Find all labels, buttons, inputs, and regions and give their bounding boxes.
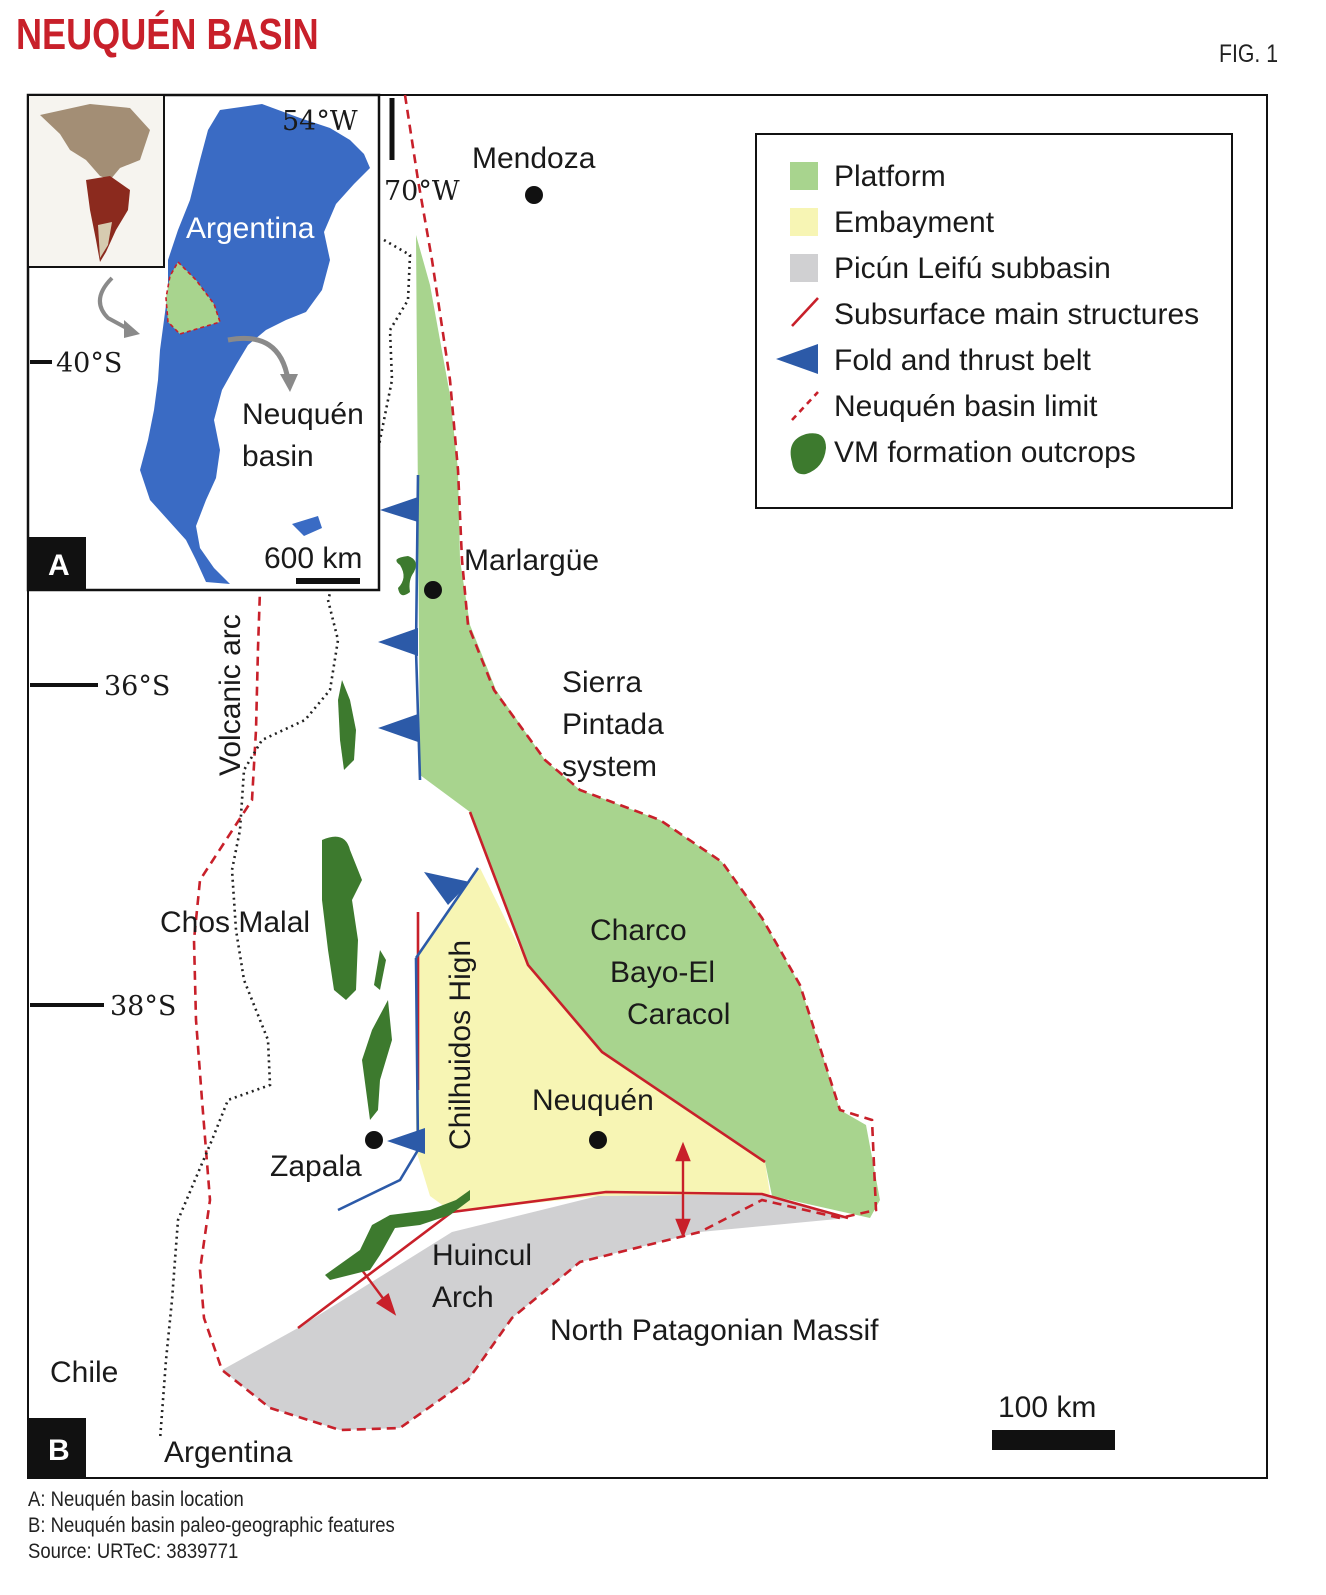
label-charco-2: Bayo-El	[610, 956, 715, 989]
arrow-head-down-icon	[675, 1218, 691, 1239]
argentina-silhouette	[140, 104, 370, 584]
label-huincul-1: Huincul	[432, 1239, 532, 1272]
structure-line-north	[468, 811, 766, 1164]
legend-box	[755, 133, 1233, 509]
connector-arrow-icon	[98, 276, 131, 332]
fold-thrust-belt	[337, 474, 480, 1212]
inset-scale-label: 600 km	[264, 542, 362, 575]
legend-structures-label: Subsurface main structures	[834, 298, 1199, 331]
scale-label-100km: 100 km	[998, 1391, 1096, 1424]
tierra-del-fuego-shape	[292, 516, 322, 536]
arrow-head-se-icon	[375, 1292, 397, 1316]
legend-thrust-icon	[776, 344, 818, 374]
north-america-shape	[40, 104, 150, 180]
vm-outcrops	[322, 556, 470, 1280]
scale-bar-100km	[992, 1430, 1115, 1450]
connector-arrow-head-icon	[280, 374, 298, 392]
thrust-triangle-icon	[378, 628, 418, 656]
label-chilhuidos-high: Chilhuidos High	[444, 940, 477, 1150]
inset-map: Argentina Neuquén basin 54°W 40°S 600 km…	[26, 93, 381, 592]
legend-platform-label: Platform	[834, 160, 946, 193]
label-marlargue: Marlargüe	[464, 544, 599, 577]
thrust-triangle-icon	[387, 1128, 425, 1154]
connector-arrow-head-icon	[124, 320, 140, 338]
city-markers	[365, 186, 607, 1149]
connector-arrow-icon	[227, 335, 291, 381]
thrust-triangle-icon	[424, 872, 470, 905]
legend-embayment-label: Embayment	[834, 206, 995, 239]
caption-source: Source: URTeC: 3839771	[28, 1540, 239, 1563]
outcrop-shape	[396, 556, 416, 596]
caption-line-b: B: Neuquén basin paleo-geographic featur…	[28, 1514, 395, 1537]
label-argentina: Argentina	[164, 1436, 293, 1469]
label-north-patagonian: North Patagonian Massif	[550, 1314, 879, 1347]
label-volcanic-arc: Volcanic arc	[214, 614, 247, 776]
legend-outcrop-icon	[790, 433, 826, 475]
legend-outcrop-label: VM formation outcrops	[834, 436, 1136, 469]
caption-line-a: A: Neuquén basin location	[28, 1488, 244, 1511]
legend-thrust-label: Fold and thrust belt	[834, 344, 1091, 377]
city-dot-marlargue	[424, 581, 442, 599]
outcrop-shape	[322, 836, 362, 1000]
lat-label-36s: 36°S	[104, 671, 170, 702]
outcrop-shape	[362, 1000, 392, 1120]
picun-leifu-subbasin	[222, 1194, 848, 1430]
figure-number: FIG. 1	[1219, 40, 1279, 68]
inset-lon-label: 54°W	[282, 106, 358, 137]
inset-label-basin: basin	[242, 440, 314, 473]
south-america-shape	[86, 176, 130, 262]
label-sierra-2: Pintada	[562, 708, 664, 741]
legend-subbasin-label: Picún Leifú subbasin	[834, 252, 1111, 285]
label-zapala: Zapala	[270, 1150, 362, 1183]
outcrop-shape	[374, 950, 386, 990]
city-dot-mendoza	[525, 186, 543, 204]
panel-a-badge	[28, 537, 86, 590]
label-chile: Chile	[50, 1356, 118, 1389]
label-huincul-2: Arch	[432, 1281, 494, 1314]
platform-area	[416, 235, 880, 1218]
inset-lat-label: 40°S	[56, 348, 122, 379]
legend-embayment-swatch	[790, 208, 818, 236]
inset-label-argentina: Argentina	[186, 212, 315, 245]
legend-structures-icon	[791, 297, 819, 327]
inset-scale-bar	[296, 578, 360, 584]
city-dot-neuquen	[589, 1131, 607, 1149]
panel-b-badge	[28, 1418, 86, 1478]
inset-basin-area	[165, 260, 222, 335]
legend-platform-swatch	[790, 162, 818, 190]
country-border-line	[158, 238, 412, 1441]
embayment-area	[416, 868, 770, 1212]
lon-label-70w: 70°W	[384, 176, 460, 207]
inset-label-neuquen: Neuquén	[242, 398, 364, 431]
lat-label-38s: 38°S	[110, 991, 176, 1022]
label-charco-3: Caracol	[627, 998, 730, 1031]
legend: Platform Embayment Picún Leifú subbasin …	[776, 160, 1199, 475]
thrust-triangle-icon	[380, 497, 418, 522]
panel-a-letter: A	[48, 549, 70, 582]
label-charco-1: Charco	[590, 914, 687, 947]
label-sierra-1: Sierra	[562, 666, 642, 699]
legend-subbasin-swatch	[790, 254, 818, 282]
argentina-highlight-shape	[98, 222, 112, 258]
panel-b-letter: B	[48, 1434, 70, 1467]
arrow-head-up-icon	[675, 1141, 691, 1162]
label-chos-malal: Chos Malal	[160, 906, 310, 939]
figure-caption: A: Neuquén basin location B: Neuquén bas…	[28, 1487, 395, 1565]
thrust-triangle-icon	[378, 714, 418, 742]
figure-title: NEUQUÉN BASIN	[16, 10, 319, 59]
city-dot-zapala	[365, 1131, 383, 1149]
label-neuquen-city: Neuquén	[532, 1084, 654, 1117]
legend-basin-limit-label: Neuquén basin limit	[834, 390, 1098, 423]
structure-line-huincul	[297, 1190, 849, 1330]
label-mendoza: Mendoza	[472, 142, 596, 175]
outcrop-shape	[338, 680, 356, 770]
label-sierra-3: system	[562, 750, 657, 783]
outcrop-shape	[325, 1190, 470, 1280]
